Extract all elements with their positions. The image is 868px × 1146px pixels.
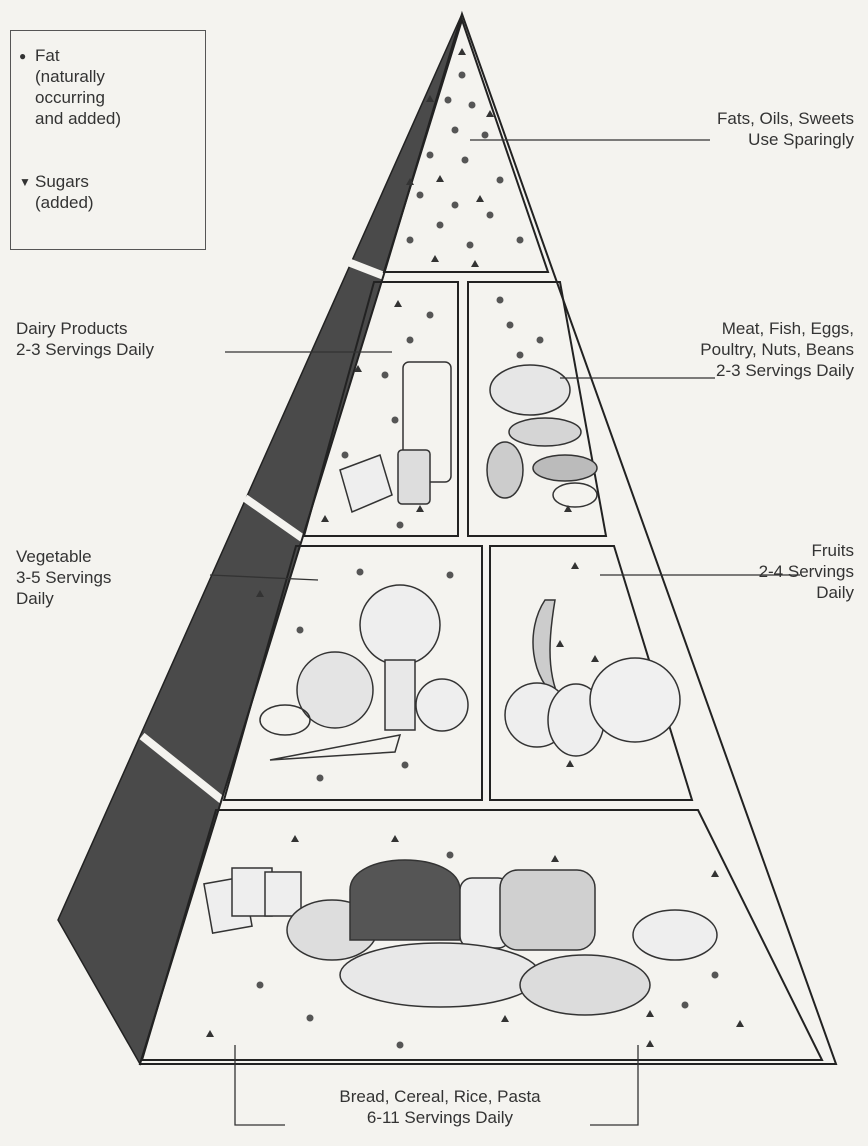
label-meat-line1: Meat, Fish, Eggs, <box>700 318 854 339</box>
label-meat: Meat, Fish, Eggs, Poultry, Nuts, Beans 2… <box>700 318 854 381</box>
legend-fat-label: Fat <box>35 46 60 65</box>
legend-sugars-label: Sugars <box>35 172 89 191</box>
label-meat-line2: Poultry, Nuts, Beans <box>700 339 854 360</box>
label-fruits-line1: Fruits <box>759 540 854 561</box>
label-fats-line1: Fats, Oils, Sweets <box>717 108 854 129</box>
sugar-triangle-icon: ▼ <box>19 172 31 193</box>
legend-fat: ● Fat (naturally occurring and added) <box>35 45 121 129</box>
legend-fat-note-3: and added) <box>35 109 121 128</box>
legend-fat-note-2: occurring <box>35 88 105 107</box>
label-vegetable-line1: Vegetable <box>16 546 111 567</box>
label-vegetable-line3: Daily <box>16 588 111 609</box>
label-bread-line2: 6-11 Servings Daily <box>280 1107 600 1128</box>
legend-sugars: ▼ Sugars (added) <box>35 171 94 213</box>
legend-sugars-note: (added) <box>35 193 94 212</box>
label-meat-line3: 2-3 Servings Daily <box>700 360 854 381</box>
legend-fat-note-1: (naturally <box>35 67 105 86</box>
label-bread: Bread, Cereal, Rice, Pasta 6-11 Servings… <box>280 1086 600 1128</box>
label-fruits-line3: Daily <box>759 582 854 603</box>
label-fruits-line2: 2-4 Servings <box>759 561 854 582</box>
label-fruits: Fruits 2-4 Servings Daily <box>759 540 854 603</box>
label-fats: Fats, Oils, Sweets Use Sparingly <box>717 108 854 150</box>
label-fats-line2: Use Sparingly <box>717 129 854 150</box>
label-bread-line1: Bread, Cereal, Rice, Pasta <box>280 1086 600 1107</box>
label-dairy-line1: Dairy Products <box>16 318 154 339</box>
legend: ● Fat (naturally occurring and added) ▼ … <box>10 30 206 250</box>
label-dairy-line2: 2-3 Servings Daily <box>16 339 154 360</box>
label-dairy: Dairy Products 2-3 Servings Daily <box>16 318 154 360</box>
label-vegetable-line2: 3-5 Servings <box>16 567 111 588</box>
label-vegetable: Vegetable 3-5 Servings Daily <box>16 546 111 609</box>
fat-dot-icon: ● <box>19 46 26 67</box>
